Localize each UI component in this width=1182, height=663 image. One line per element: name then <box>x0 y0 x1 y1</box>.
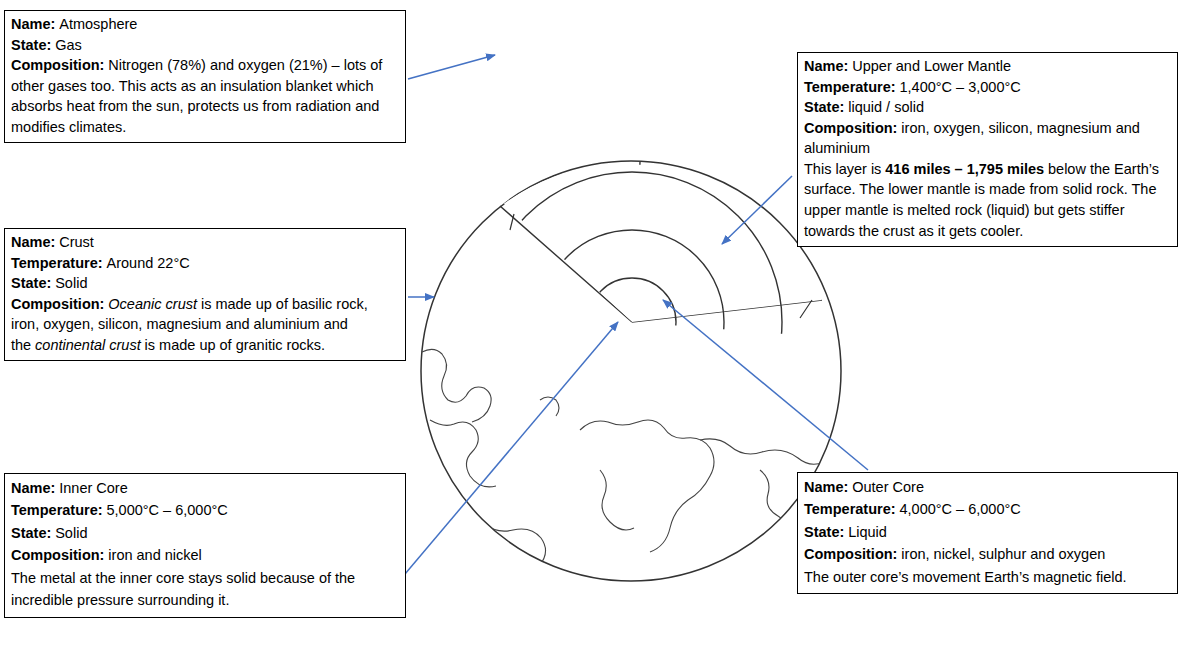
text-line: State:Solid <box>11 273 399 294</box>
field-text: Atmosphere <box>59 16 137 32</box>
field-label: Name: <box>804 479 848 495</box>
info-box: Name:Inner CoreTemperature:5,000°C – 6,0… <box>4 473 406 618</box>
cutaway <box>482 162 822 472</box>
field-text: iron and nickel <box>108 547 202 563</box>
field-label: Composition: <box>11 57 104 73</box>
text-line: Temperature:4,000°C – 6,000°C <box>804 498 1171 520</box>
field-label: State: <box>804 524 844 540</box>
field-text: Liquid <box>848 524 887 540</box>
text-line: State:Liquid <box>804 521 1171 543</box>
text-line: State:liquid / solid <box>804 97 1171 118</box>
field-label: 416 miles – 1,795 miles <box>885 161 1044 177</box>
field-text: liquid / solid <box>848 99 924 115</box>
field-label: Temperature: <box>804 501 896 517</box>
text-line: Temperature:5,000°C – 6,000°C <box>11 499 399 521</box>
text-line: Name:Crust <box>11 232 399 253</box>
field-label: Temperature: <box>804 79 896 95</box>
text-line: The outer core’s movement Earth’s magnet… <box>804 566 1171 588</box>
leader-arrow <box>663 300 868 470</box>
text-line: Composition:Oceanic crustis made up of b… <box>11 294 399 356</box>
field-text: 4,000°C – 6,000°C <box>900 501 1021 517</box>
field-text: Solid <box>55 525 87 541</box>
text-line: Composition:iron, nickel, sulphur and ox… <box>804 543 1171 565</box>
field-text: is made up of granitic rocks. <box>145 337 326 353</box>
continents <box>422 349 824 566</box>
info-box: Name:Upper and Lower MantleTemperature:1… <box>797 52 1178 247</box>
field-label: State: <box>11 275 51 291</box>
field-text: Upper and Lower Mantle <box>852 58 1011 74</box>
field-label: Name: <box>804 58 848 74</box>
field-label: Name: <box>11 234 55 250</box>
field-label: Composition: <box>11 547 104 563</box>
field-label: Temperature: <box>11 255 103 271</box>
field-text: Solid <box>55 275 87 291</box>
field-label: Name: <box>11 16 55 32</box>
field-text: iron, nickel, sulphur and oxygen <box>901 546 1105 562</box>
text-line: State:Solid <box>11 522 399 544</box>
field-label: Composition: <box>804 546 897 562</box>
field-label: Composition: <box>11 296 104 312</box>
field-text: Around 22°C <box>107 255 190 271</box>
field-text: Crust <box>59 234 94 250</box>
field-text: Outer Core <box>852 479 924 495</box>
field-text: This layer is <box>804 161 881 177</box>
text-line: Composition:Nitrogen (78%) and oxygen (2… <box>11 55 399 137</box>
field-label: State: <box>804 99 844 115</box>
field-label: State: <box>11 37 51 53</box>
leader-arrow <box>408 296 434 298</box>
leader-arrow <box>408 55 495 79</box>
field-text: 1,400°C – 3,000°C <box>900 79 1021 95</box>
term: Oceanic crust <box>108 296 197 312</box>
field-text: Gas <box>55 37 82 53</box>
term: continental crust <box>35 337 141 353</box>
text-line: Name:Upper and Lower Mantle <box>804 56 1171 77</box>
leader-arrow <box>405 322 618 574</box>
text-line: Name:Outer Core <box>804 476 1171 498</box>
field-text: The outer core’s movement Earth’s magnet… <box>804 569 1127 585</box>
field-label: Temperature: <box>11 502 103 518</box>
leader-arrow <box>722 176 792 244</box>
text-line: Name:Inner Core <box>11 477 399 499</box>
text-line: Temperature:1,400°C – 3,000°C <box>804 77 1171 98</box>
field-label: State: <box>11 525 51 541</box>
text-line: Temperature:Around 22°C <box>11 253 399 274</box>
text-line: The metal at the inner core stays solid … <box>11 567 399 612</box>
globe <box>421 161 841 581</box>
info-box: Name:AtmosphereState:GasComposition:Nitr… <box>4 10 406 143</box>
text-line: Composition:iron and nickel <box>11 544 399 566</box>
field-label: Name: <box>11 480 55 496</box>
text-line: Composition:iron, oxygen, silicon, magne… <box>804 118 1171 159</box>
field-label: Composition: <box>804 120 897 136</box>
text-line: Name:Atmosphere <box>11 14 399 35</box>
field-text: 5,000°C – 6,000°C <box>107 502 228 518</box>
field-text: Inner Core <box>59 480 128 496</box>
text-line: State:Gas <box>11 35 399 56</box>
info-box: Name:Outer CoreTemperature:4,000°C – 6,0… <box>797 472 1178 594</box>
text-line: This layer is416 miles – 1,795 milesbelo… <box>804 159 1171 241</box>
info-box: Name:CrustTemperature:Around 22°CState:S… <box>4 228 406 361</box>
field-text: The metal at the inner core stays solid … <box>11 570 355 608</box>
